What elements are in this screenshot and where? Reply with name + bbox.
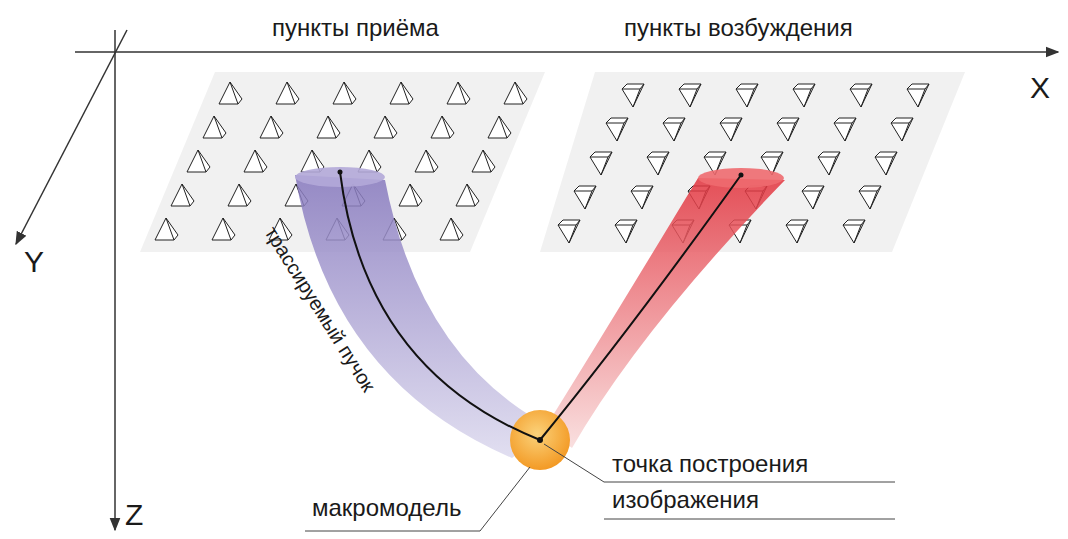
ray-end (739, 173, 744, 178)
receiver-symbol (317, 116, 340, 138)
receiver-symbol (260, 116, 283, 138)
receiver-symbol (228, 184, 251, 206)
source-symbol (802, 186, 824, 209)
plane-label: пункты приёма (272, 14, 439, 43)
axis-label: Y (24, 244, 44, 280)
receiver-symbol (219, 82, 242, 104)
receiver-symbol (155, 218, 178, 240)
receiver-symbol (244, 150, 267, 172)
receiver-symbol (456, 184, 479, 206)
source-symbol (777, 118, 799, 141)
source-symbol (891, 118, 913, 141)
source-symbol (663, 118, 685, 141)
source-symbol (631, 186, 653, 209)
callout-label: макромодель (312, 494, 461, 523)
leader-line (604, 519, 895, 520)
source-symbol (574, 186, 596, 209)
source-symbol (558, 220, 580, 243)
receiver-symbol (333, 82, 356, 104)
source-symbol (622, 84, 644, 107)
plane-label: пункты возбуждения (624, 14, 853, 43)
source-symbol (843, 220, 865, 243)
axis-label: Z (125, 497, 143, 533)
source-symbol (647, 152, 669, 175)
x-axis (75, 51, 1058, 53)
y-axis (16, 30, 127, 244)
source-symbol (679, 84, 701, 107)
receiver-symbol (374, 116, 397, 138)
sensor-grid (155, 82, 929, 243)
receiver-symbol (447, 82, 470, 104)
axis-label: X (1030, 70, 1050, 106)
receiver-symbol (276, 82, 299, 104)
receiver-symbol (472, 150, 495, 172)
receiver-symbol (390, 82, 413, 104)
receiver-symbol (415, 150, 438, 172)
source-symbol (615, 220, 637, 243)
receiver-symbol (488, 116, 511, 138)
receiver-symbol (187, 150, 210, 172)
receiver-symbol (504, 82, 527, 104)
source-symbol (590, 152, 612, 175)
ray-end (338, 170, 343, 175)
receiver-symbol (431, 116, 454, 138)
source-symbol (786, 220, 808, 243)
macromodel-sphere (510, 410, 570, 470)
source-symbol (818, 152, 840, 175)
ray (340, 172, 540, 440)
source-symbol (720, 118, 742, 141)
receiver-symbol (440, 218, 463, 240)
source-symbol (875, 152, 897, 175)
image-point (537, 437, 543, 443)
z-axis (114, 30, 116, 530)
ray (540, 175, 741, 440)
receiver-symbol (171, 184, 194, 206)
receiver-symbol (212, 218, 235, 240)
source-symbol (850, 84, 872, 107)
source-beam (545, 178, 785, 448)
source-symbol (793, 84, 815, 107)
source-symbol (736, 84, 758, 107)
leader-line (305, 467, 530, 531)
source-symbol (907, 84, 929, 107)
source-symbol (834, 118, 856, 141)
receiver-symbol (399, 184, 422, 206)
receiver-symbol (203, 116, 226, 138)
callout-label: точка построения изображения (612, 446, 902, 518)
beam-top (698, 168, 784, 188)
source-symbol (606, 118, 628, 141)
source-plane (540, 72, 965, 252)
source-symbol (859, 186, 881, 209)
